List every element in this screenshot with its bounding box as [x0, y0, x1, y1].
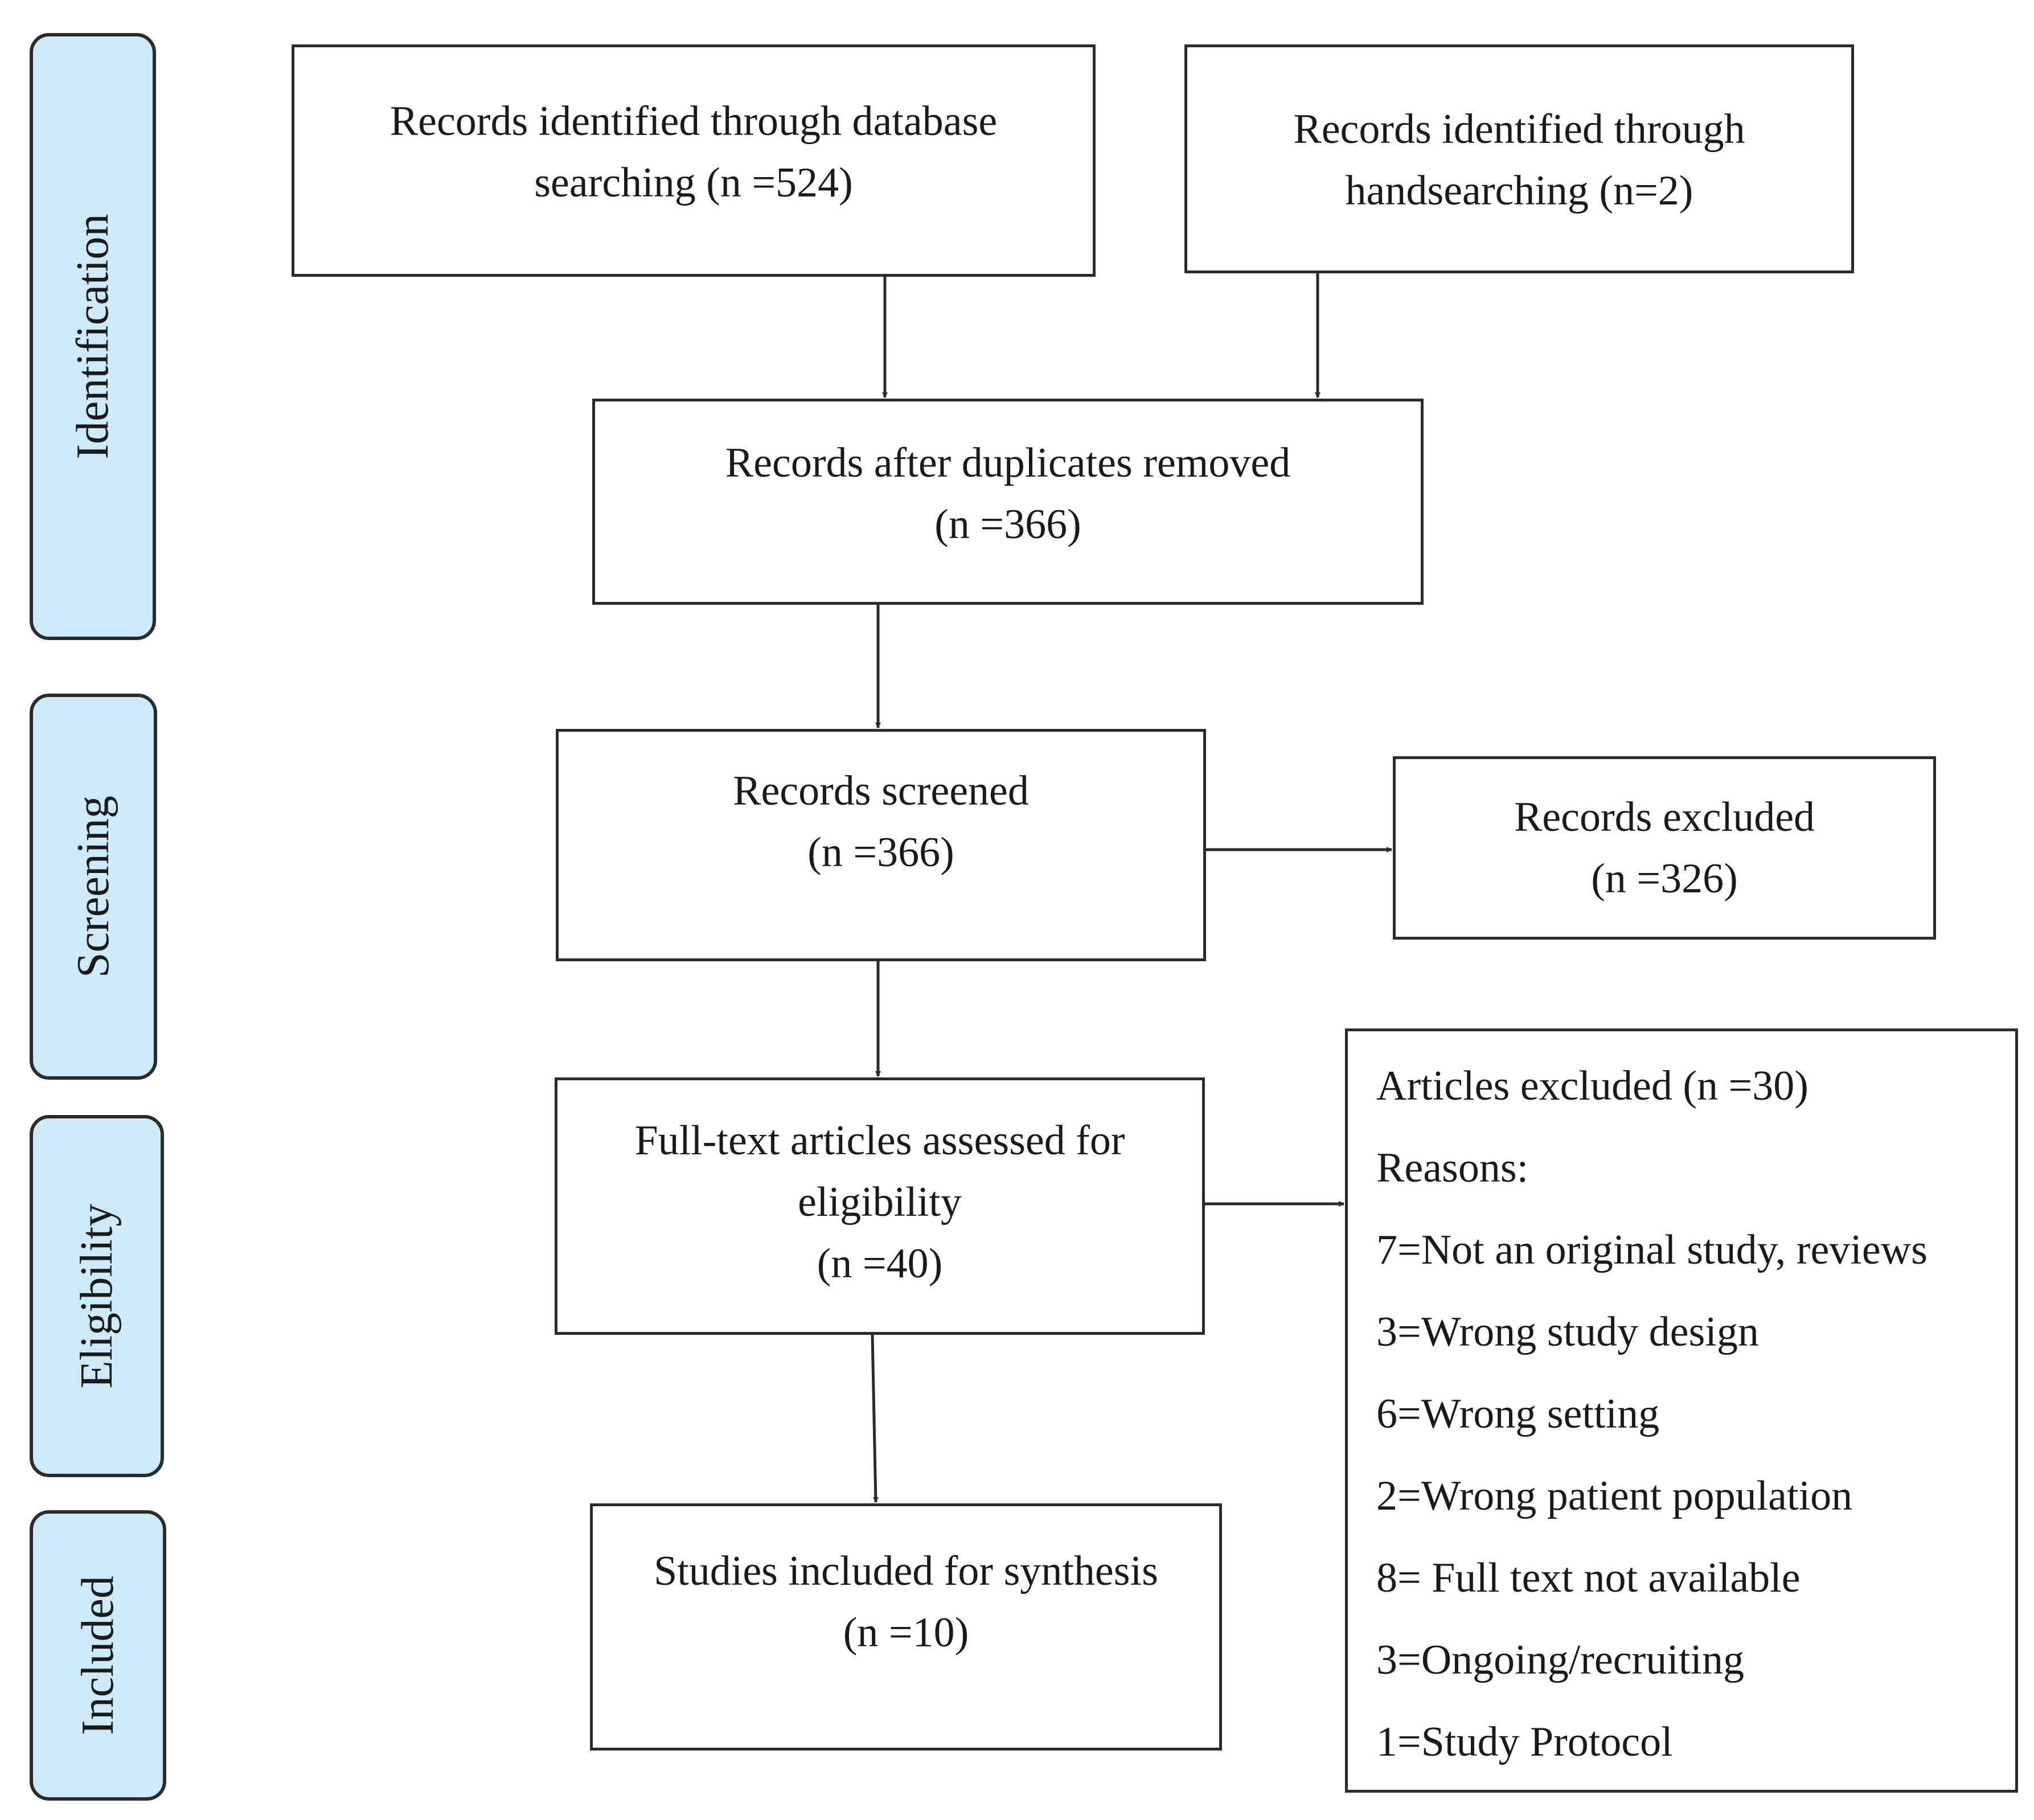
reason-item: 6=Wrong setting	[1376, 1391, 1660, 1437]
handsearch-line1: Records identified through	[1293, 106, 1745, 153]
records-screened-box: Records screened (n =366)	[556, 729, 1206, 961]
database-search-box: Records identified through database sear…	[292, 44, 1096, 277]
studies-included-line1: Studies included for synthesis	[654, 1548, 1158, 1594]
records-excluded-line2: (n =326)	[1591, 855, 1738, 902]
records-screened-line1: Records screened	[733, 768, 1029, 814]
duplicates-removed-line1: Records after duplicates removed	[725, 440, 1291, 486]
handsearch-line2: handsearching (n=2)	[1345, 167, 1693, 214]
duplicates-removed-line2: (n =366)	[934, 501, 1081, 548]
stage-included: Included	[30, 1510, 166, 1801]
reason-item: 1=Study Protocol	[1376, 1719, 1673, 1765]
duplicates-removed-box: Records after duplicates removed (n =366…	[592, 399, 1424, 605]
fulltext-assessed-line1: Full-text articles assessed for	[634, 1117, 1125, 1164]
fulltext-assessed-line2: eligibility	[798, 1179, 962, 1225]
stage-eligibility: Eligibility	[30, 1115, 164, 1477]
reason-item: 8= Full text not available	[1376, 1555, 1801, 1601]
stage-identification: Identification	[30, 33, 156, 640]
reason-item: 3=Ongoing/recruiting	[1376, 1637, 1744, 1683]
database-search-line2: searching (n =524)	[534, 159, 853, 206]
records-excluded-line1: Records excluded	[1514, 794, 1815, 841]
fulltext-assessed-box: Full-text articles assessed for eligibil…	[555, 1077, 1205, 1335]
database-search-line1: Records identified through database	[389, 98, 998, 145]
articles-excluded-title: Articles excluded (n =30)	[1376, 1063, 1809, 1109]
reason-item: 3=Wrong study design	[1376, 1309, 1759, 1355]
articles-excluded-box: Articles excluded (n =30) Reasons: 7=Not…	[1345, 1028, 2018, 1793]
arrow-fulltext-to-included	[871, 1334, 879, 1503]
records-excluded-box: Records excluded (n =326)	[1393, 756, 1936, 940]
reasons-label: Reasons:	[1376, 1145, 1529, 1191]
reason-item: 2=Wrong patient population	[1376, 1473, 1853, 1519]
fulltext-assessed-line3: (n =40)	[817, 1240, 943, 1287]
studies-included-line2: (n =10)	[843, 1609, 969, 1656]
studies-included-box: Studies included for synthesis (n =10)	[590, 1503, 1222, 1751]
stage-screening: Screening	[30, 694, 157, 1080]
reason-item: 7=Not an original study, reviews	[1376, 1227, 1928, 1273]
handsearch-box: Records identified through handsearching…	[1184, 44, 1854, 273]
records-screened-line2: (n =366)	[807, 829, 954, 876]
